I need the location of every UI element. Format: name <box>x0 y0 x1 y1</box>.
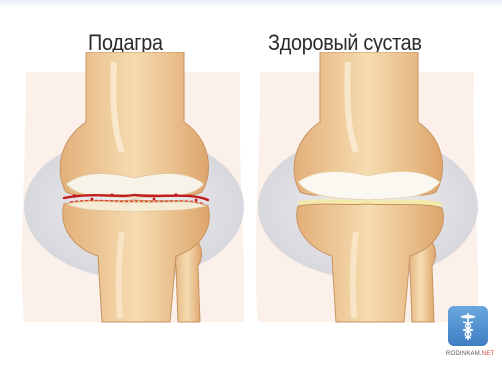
healthy-knee-illustration <box>248 52 488 342</box>
watermark-brand: RODINKAM. <box>446 351 482 357</box>
gout-knee-illustration <box>14 52 254 342</box>
watermark-suffix: NET <box>482 351 495 357</box>
top-band <box>0 0 502 8</box>
watermark-text: RODINKAM.NET <box>446 351 494 357</box>
caduceus-icon <box>448 306 488 346</box>
